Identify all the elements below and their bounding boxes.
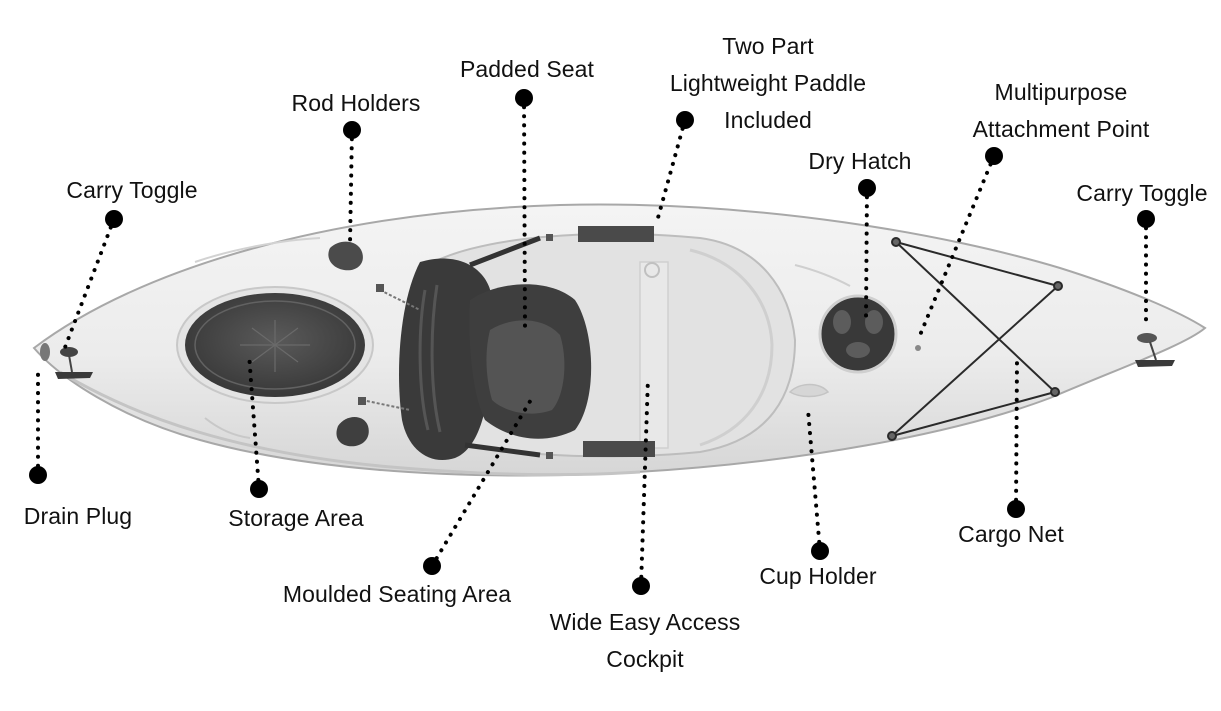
label-line: Lightweight Paddle — [669, 70, 867, 96]
leader-line-paddle — [654, 118, 687, 227]
marker-dot-rod-holders — [343, 121, 361, 139]
marker-dot-cup-holder — [811, 542, 829, 560]
marker-dot-storage-area — [250, 480, 268, 498]
label-carry-toggle-bow: Carry Toggle — [1076, 175, 1207, 212]
attachment-point — [915, 345, 921, 351]
label-line: Attachment Point — [972, 116, 1150, 142]
label-line: Moulded Seating Area — [282, 581, 512, 607]
marker-dot-dry-hatch — [858, 179, 876, 197]
label-line: Cup Holder — [759, 563, 877, 589]
label-paddle: Two Part Lightweight Paddle Included — [670, 28, 866, 139]
padded-seat — [358, 234, 592, 461]
rod-holders — [328, 241, 369, 447]
label-cockpit: Wide Easy Access Cockpit — [550, 604, 741, 678]
label-line: Carry Toggle — [1076, 180, 1208, 206]
marker-dot-attachment-point — [985, 147, 1003, 165]
storage-hatch — [176, 286, 374, 404]
callout-leaders — [29, 89, 1155, 595]
label-line: Cockpit — [606, 646, 684, 672]
stern-fittings — [40, 343, 93, 379]
paddle-stowed-top — [578, 226, 654, 242]
label-line: Rod Holders — [291, 90, 421, 116]
label-line: Wide Easy Access — [549, 609, 741, 635]
marker-dot-cargo-net — [1007, 500, 1025, 518]
label-padded-seat: Padded Seat — [460, 51, 594, 88]
paddle-stowed-bottom — [583, 441, 655, 457]
label-cup-holder: Cup Holder — [759, 558, 876, 595]
label-line: Drain Plug — [23, 503, 133, 529]
leader-line-dry-hatch — [864, 186, 869, 320]
label-line: Cargo Net — [958, 521, 1064, 547]
label-attachment-point: Multipurpose Attachment Point — [973, 74, 1150, 148]
leader-line-cargo-net — [1014, 358, 1019, 511]
marker-dot-carry-toggle-stern — [105, 210, 123, 228]
cup-holder — [788, 383, 830, 398]
label-line: Multipurpose — [994, 79, 1128, 105]
leader-line-cup-holder — [806, 408, 822, 553]
dry-hatch — [818, 294, 898, 374]
label-line: Carry Toggle — [66, 177, 198, 203]
leader-line-moulded-seating-area — [430, 396, 534, 568]
label-storage-area: Storage Area — [228, 500, 363, 537]
leader-line-cockpit — [639, 376, 650, 588]
cargo-net — [887, 237, 1063, 441]
leader-line-padded-seat — [522, 96, 527, 329]
marker-dot-carry-toggle-bow — [1137, 210, 1155, 228]
bow-carry-toggle — [1135, 333, 1175, 367]
leader-line-carry-toggle-stern — [62, 217, 116, 352]
label-line: Dry Hatch — [808, 148, 912, 174]
label-drain-plug: Drain Plug — [24, 498, 132, 535]
marker-dot-drain-plug — [29, 466, 47, 484]
label-cargo-net: Cargo Net — [958, 516, 1064, 553]
leader-line-attachment-point — [916, 154, 996, 342]
label-moulded-seating-area: Moulded Seating Area — [283, 576, 511, 613]
marker-dot-padded-seat — [515, 89, 533, 107]
label-line: Included — [724, 107, 812, 133]
label-rod-holders: Rod Holders — [292, 85, 421, 122]
label-line: Storage Area — [228, 505, 364, 531]
label-line: Padded Seat — [459, 56, 595, 82]
label-carry-toggle-stern: Carry Toggle — [66, 172, 197, 209]
marker-dot-cockpit — [632, 577, 650, 595]
label-dry-hatch: Dry Hatch — [808, 143, 911, 180]
label-line: Two Part — [722, 33, 814, 59]
leader-line-rod-holders — [348, 128, 354, 246]
marker-dot-moulded-seating-area — [423, 557, 441, 575]
marker-dot-paddle — [676, 111, 694, 129]
